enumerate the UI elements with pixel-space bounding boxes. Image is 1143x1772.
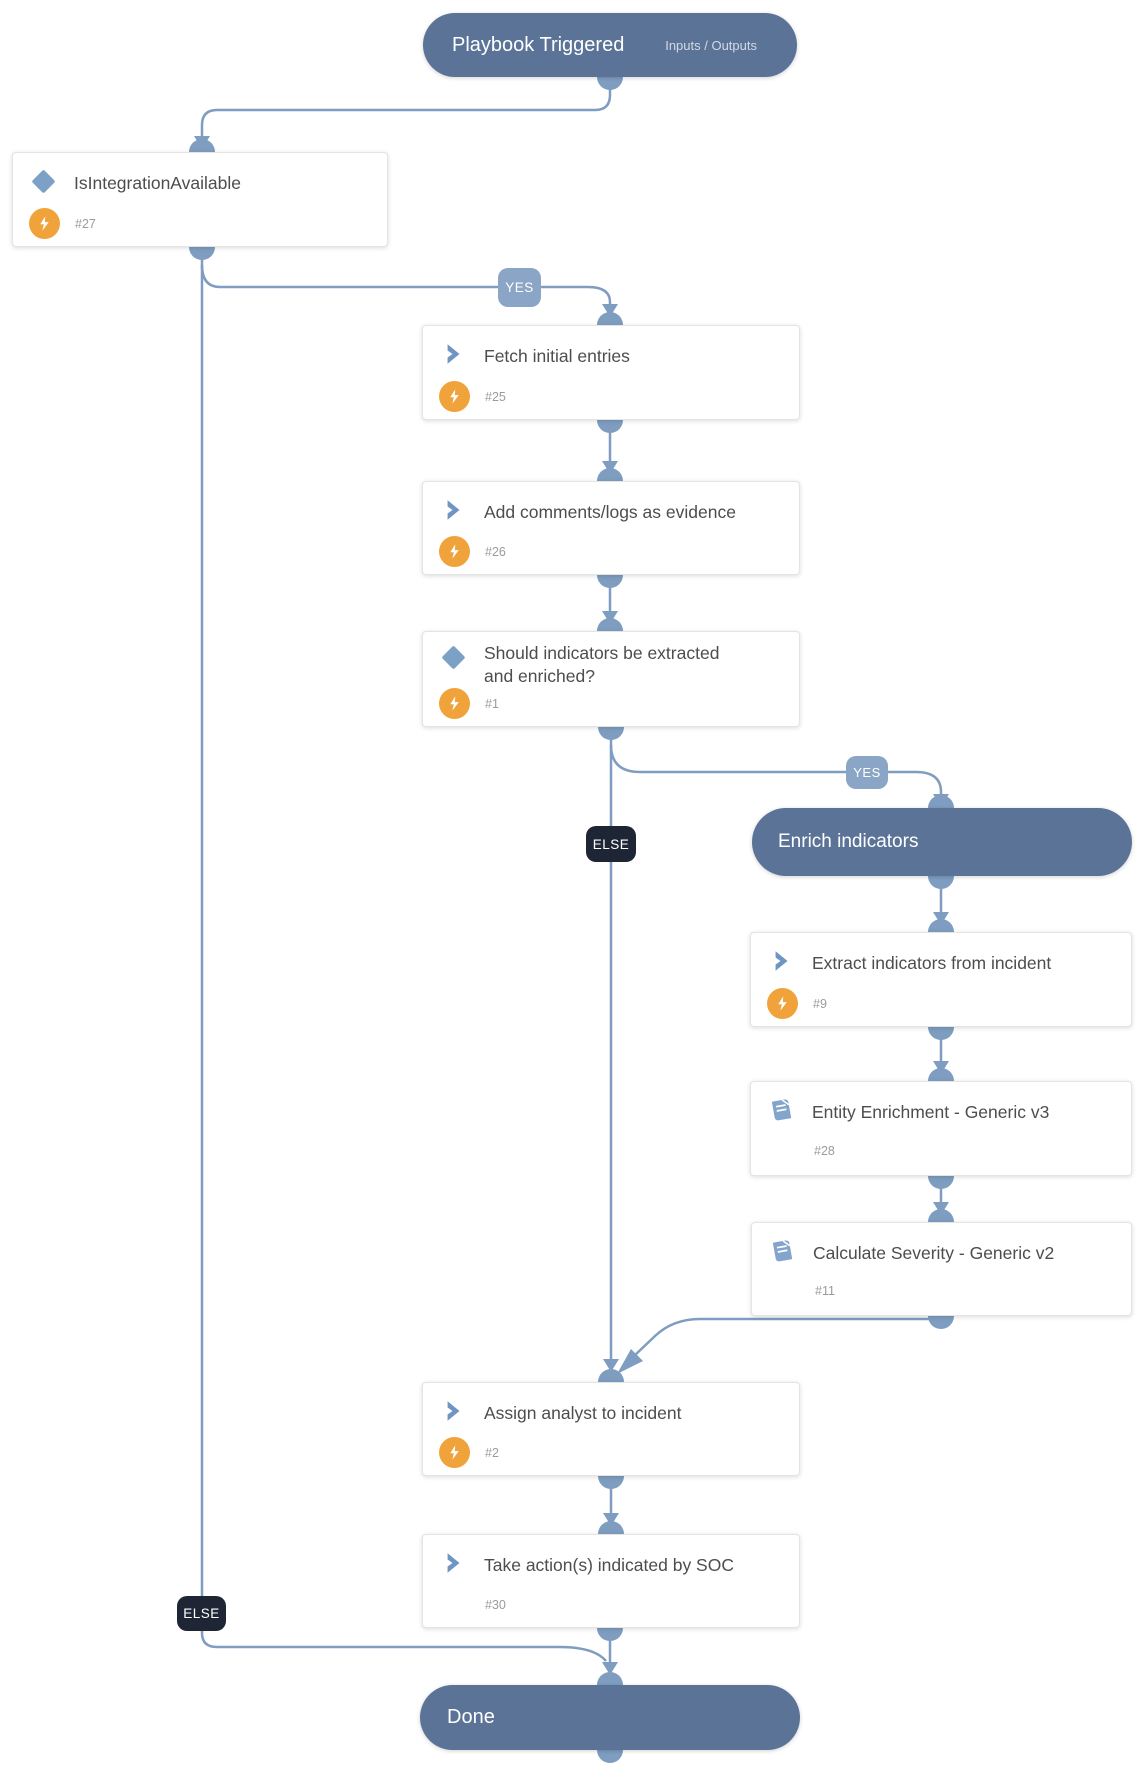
task-number: #9 — [813, 997, 827, 1011]
condition-diamond-icon — [441, 645, 466, 670]
node-title: Playbook Triggered — [452, 33, 625, 56]
task-number: #28 — [814, 1144, 835, 1158]
task-title: Entity Enrichment - Generic v3 — [812, 1102, 1050, 1122]
node-title: Done — [447, 1706, 495, 1728]
inputs-outputs-link[interactable]: Inputs / Outputs — [665, 37, 757, 53]
node-fetch-initial-entries[interactable]: Fetch initial entries #25 — [422, 325, 800, 420]
branch-label-yes-integration: YES — [498, 268, 541, 307]
node-enrich-indicators-section[interactable]: Enrich indicators — [752, 808, 1132, 876]
automation-bolt-icon — [29, 208, 60, 239]
node-take-action[interactable]: Take action(s) indicated by SOC #30 — [422, 1534, 800, 1628]
task-chevron-icon — [440, 341, 466, 367]
task-title: Take action(s) indicated by SOC — [484, 1555, 734, 1575]
task-chevron-icon — [440, 1398, 466, 1424]
task-title: Fetch initial entries — [484, 346, 630, 366]
task-number: #1 — [485, 697, 499, 711]
task-title: IsIntegrationAvailable — [74, 173, 242, 193]
node-should-indicators-be-extracted[interactable]: Should indicators be extracted and enric… — [422, 631, 800, 727]
automation-bolt-icon — [439, 1437, 470, 1468]
node-calculate-severity-subplaybook[interactable]: Calculate Severity - Generic v2 #11 — [751, 1222, 1132, 1316]
node-entity-enrichment-subplaybook[interactable]: Entity Enrichment - Generic v3 #28 — [750, 1081, 1132, 1176]
automation-bolt-icon — [439, 536, 470, 567]
subplaybook-book-icon — [767, 1236, 797, 1266]
task-chevron-icon — [768, 948, 794, 974]
branch-label-else-mid: ELSE — [586, 826, 636, 862]
condition-diamond-icon — [31, 169, 56, 194]
task-title: Extract indicators from incident — [812, 953, 1052, 973]
task-chevron-icon — [440, 1550, 466, 1576]
badge-text: ELSE — [592, 836, 630, 852]
node-is-integration-available[interactable]: IsIntegrationAvailable #27 — [12, 152, 388, 247]
task-title: Calculate Severity - Generic v2 — [813, 1243, 1055, 1263]
task-number: #26 — [485, 545, 506, 559]
node-add-comments-as-evidence[interactable]: Add comments/logs as evidence #26 — [422, 481, 800, 575]
node-playbook-triggered[interactable]: Playbook Triggered Inputs / Outputs — [423, 13, 797, 77]
branch-label-else-left: ELSE — [177, 1596, 226, 1631]
task-number: #27 — [75, 217, 96, 231]
task-title: Should indicators be extracted and enric… — [484, 643, 720, 687]
badge-text: YES — [505, 280, 534, 295]
node-assign-analyst[interactable]: Assign analyst to incident #2 — [422, 1382, 800, 1476]
branch-label-yes-enrich: YES — [846, 756, 888, 789]
task-title: Add comments/logs as evidence — [484, 502, 736, 522]
task-title: Assign analyst to incident — [484, 1403, 682, 1423]
task-number: #2 — [485, 1446, 499, 1460]
node-title: Enrich indicators — [778, 831, 919, 852]
task-number: #11 — [815, 1284, 835, 1298]
automation-bolt-icon — [439, 688, 470, 719]
badge-text: YES — [853, 765, 881, 780]
subplaybook-book-icon — [766, 1095, 796, 1125]
automation-bolt-icon — [767, 988, 798, 1019]
task-chevron-icon — [440, 497, 466, 523]
task-number: #30 — [485, 1598, 506, 1612]
node-extract-indicators[interactable]: Extract indicators from incident #9 — [750, 932, 1132, 1027]
task-number: #25 — [485, 390, 506, 404]
node-done[interactable]: Done — [420, 1685, 800, 1750]
automation-bolt-icon — [439, 381, 470, 412]
badge-text: ELSE — [183, 1606, 220, 1621]
